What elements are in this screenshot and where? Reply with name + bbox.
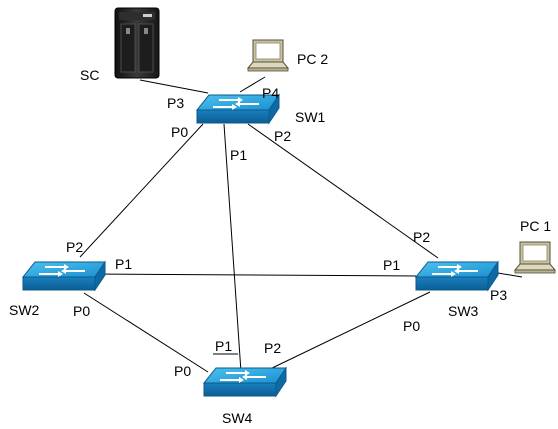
link-sw1-sw4 [223,123,242,373]
device-label-sw3: SW3 [448,303,479,319]
port-label-sw1-p3: P3 [167,95,184,111]
link-sc-sw1 [139,79,209,94]
link-pc2-sw1 [239,76,266,93]
links [79,76,523,373]
port-label-sw3-p3: P3 [490,287,507,303]
port-label-sw3-p1: P1 [383,257,400,273]
link-sw2-sw4 [83,292,209,373]
laptop-icon-pc2 [247,39,289,72]
port-label-sw2-p2: P2 [66,239,83,255]
device-label-sw4: SW4 [222,410,253,426]
switch-sw3 [415,261,499,291]
port-label-sw4-p2: P2 [264,340,281,356]
link-sw1-sw3 [247,123,439,259]
switch-sw4 [203,367,287,397]
device-label-pc2: PC 2 [297,51,328,67]
laptop-icon-pc1 [514,241,556,274]
device-label-pc1: PC 1 [520,218,551,234]
switch-sw2 [22,261,106,291]
port-label-sw1-p1: P1 [230,147,247,163]
port-label-sw3-p0: P0 [403,318,420,334]
port-label-sw1-p4: P4 [262,85,279,101]
port-label-sw1-p0: P0 [171,124,188,140]
link-sw1-sw2 [79,123,204,258]
port-label-sw3-p2: P2 [413,229,430,245]
port-label-sw1-p2: P2 [274,128,291,144]
port-label-sw4-p1: P1 [215,338,232,354]
device-label-sw1: SW1 [295,109,326,125]
port-label-sw2-p1: P1 [115,256,132,272]
link-sw2-sw3 [93,273,419,277]
device-label-sw2: SW2 [9,302,40,318]
device-label-sc: SC [80,67,99,83]
port-label-sw4-p0: P0 [174,363,191,379]
server-icon [114,7,160,79]
link-sw3-sw4 [267,291,431,371]
port-label-sw2-p0: P0 [73,303,90,319]
